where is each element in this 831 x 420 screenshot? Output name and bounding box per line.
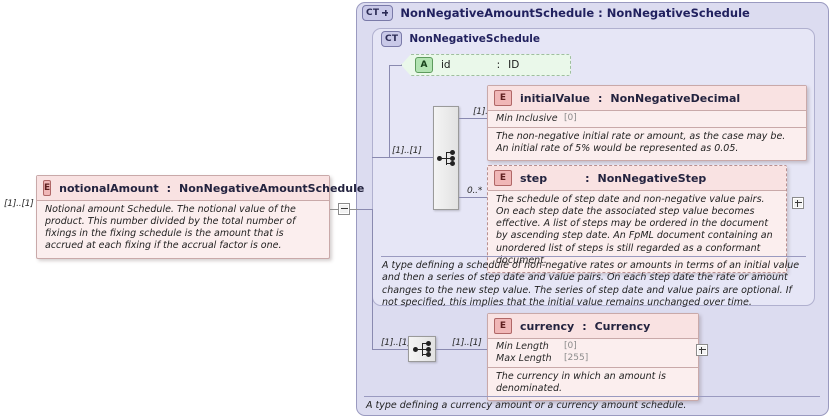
divider [381, 256, 806, 257]
sequence-cardinality-in: [1]..[1] [392, 146, 422, 156]
element-notional-amount-header: E notionalAmount : NonNegativeAmountSche… [37, 176, 364, 200]
expand-toggle-currency[interactable] [696, 344, 708, 356]
connector-line [372, 209, 373, 349]
currency-sequence-connector[interactable] [408, 336, 436, 362]
element-step-name: step [520, 171, 548, 185]
element-notional-amount-doc: Notional amount Schedule. The notional v… [45, 204, 296, 252]
divider [364, 396, 820, 397]
step-cardinality: 0..* [467, 186, 483, 196]
element-icon: E [43, 180, 52, 196]
complextype-doc: A type defining a currency amount or a c… [366, 400, 687, 411]
divider [488, 338, 698, 339]
connector-line [389, 65, 390, 158]
divider [488, 366, 698, 368]
facet-label: Min Inclusive [496, 113, 558, 124]
element-notional-amount-name: notionalAmount [59, 181, 159, 195]
element-icon: E [494, 90, 512, 106]
divider [488, 110, 806, 111]
facet-label: Max Length [496, 352, 552, 364]
element-step-doc: The schedule of step date and non-negati… [496, 194, 773, 266]
element-icon: E [494, 318, 512, 334]
connector-line [389, 65, 402, 66]
basetype-header: CT NonNegativeSchedule [381, 31, 540, 47]
element-icon: E [494, 170, 512, 186]
divider [488, 126, 806, 128]
sequence-icon [412, 340, 432, 358]
facet-label: Min Length [496, 341, 549, 352]
element-initial-value-doc: The non-negative initial rate or amount,… [496, 130, 786, 155]
attribute-id-type: ID [508, 59, 520, 71]
expand-toggle-step[interactable] [792, 197, 804, 209]
basetype-title: NonNegativeSchedule [409, 33, 541, 45]
element-separator: : [166, 181, 172, 195]
element-initial-value-facets: Min Inclusive [0] [488, 111, 806, 127]
attribute-id-name: id [441, 59, 451, 71]
element-separator: : [582, 319, 587, 333]
attribute-id[interactable]: A id : ID [401, 54, 571, 76]
element-step-type: NonNegativeStep [597, 171, 707, 185]
connector-line [372, 349, 408, 350]
element-currency-doc: The currency in which an amount is denom… [496, 370, 666, 394]
connector-line [372, 157, 389, 158]
element-currency-facets: Min Length [0] Max Length [255] [488, 339, 698, 367]
currency-cardinality: [1]..[1] [452, 338, 482, 348]
facet-value: [0] [564, 113, 577, 123]
element-currency-header: E currency : Currency [488, 314, 698, 338]
element-currency[interactable]: E currency : Currency Min Length [0] Max… [487, 313, 699, 402]
connector-line [350, 209, 358, 210]
element-currency-type: Currency [594, 319, 651, 333]
element-notional-amount[interactable]: E notionalAmount : NonNegativeAmountSche… [36, 175, 364, 259]
element-initial-value[interactable]: E initialValue : NonNegativeDecimal Min … [487, 85, 807, 162]
element-separator: : [585, 171, 590, 185]
element-step-header: E step : NonNegativeStep [488, 166, 786, 190]
sequence-connector[interactable] [433, 106, 459, 210]
element-initial-value-header: E initialValue : NonNegativeDecimal [488, 86, 806, 110]
divider [488, 190, 786, 191]
connector-line [459, 118, 487, 119]
facet-row: Max Length [255] [496, 353, 690, 365]
facet-value: [0] [564, 341, 577, 351]
attribute-separator: : [496, 59, 501, 71]
basetype-doc: A type defining a schedule of non-negati… [382, 260, 800, 309]
element-initial-value-type: NonNegativeDecimal [610, 91, 741, 105]
connector-line [459, 197, 487, 198]
element-separator: : [598, 91, 603, 105]
attribute-icon: A [415, 57, 433, 73]
connector-line [389, 157, 433, 158]
element-notional-amount-type: NonNegativeAmountSchedule [179, 181, 365, 195]
divider [37, 200, 329, 201]
element-currency-name: currency [520, 319, 575, 333]
element-initial-value-name: initialValue [520, 91, 590, 105]
currency-connector-cardinality-in: [1]..[1] [381, 338, 411, 348]
facet-row: Min Inclusive [0] [496, 113, 798, 125]
complextype-header: CT NonNegativeAmountSchedule : NonNegati… [362, 5, 750, 21]
complextype-badge-icon[interactable]: CT [362, 5, 394, 21]
connector-line [436, 349, 487, 350]
connector-line [330, 209, 338, 210]
element-step[interactable]: E step : NonNegativeStep The schedule of… [487, 165, 787, 273]
connector-line [358, 209, 372, 210]
sequence-icon [436, 149, 456, 167]
complextype-title: NonNegativeAmountSchedule : NonNegativeS… [400, 6, 750, 20]
facet-row: Min Length [0] [496, 341, 690, 353]
collapse-toggle-root[interactable] [338, 203, 350, 215]
root-cardinality: [1]..[1] [4, 199, 34, 209]
facet-value: [255] [564, 352, 589, 363]
basetype-badge-icon[interactable]: CT [381, 31, 403, 47]
